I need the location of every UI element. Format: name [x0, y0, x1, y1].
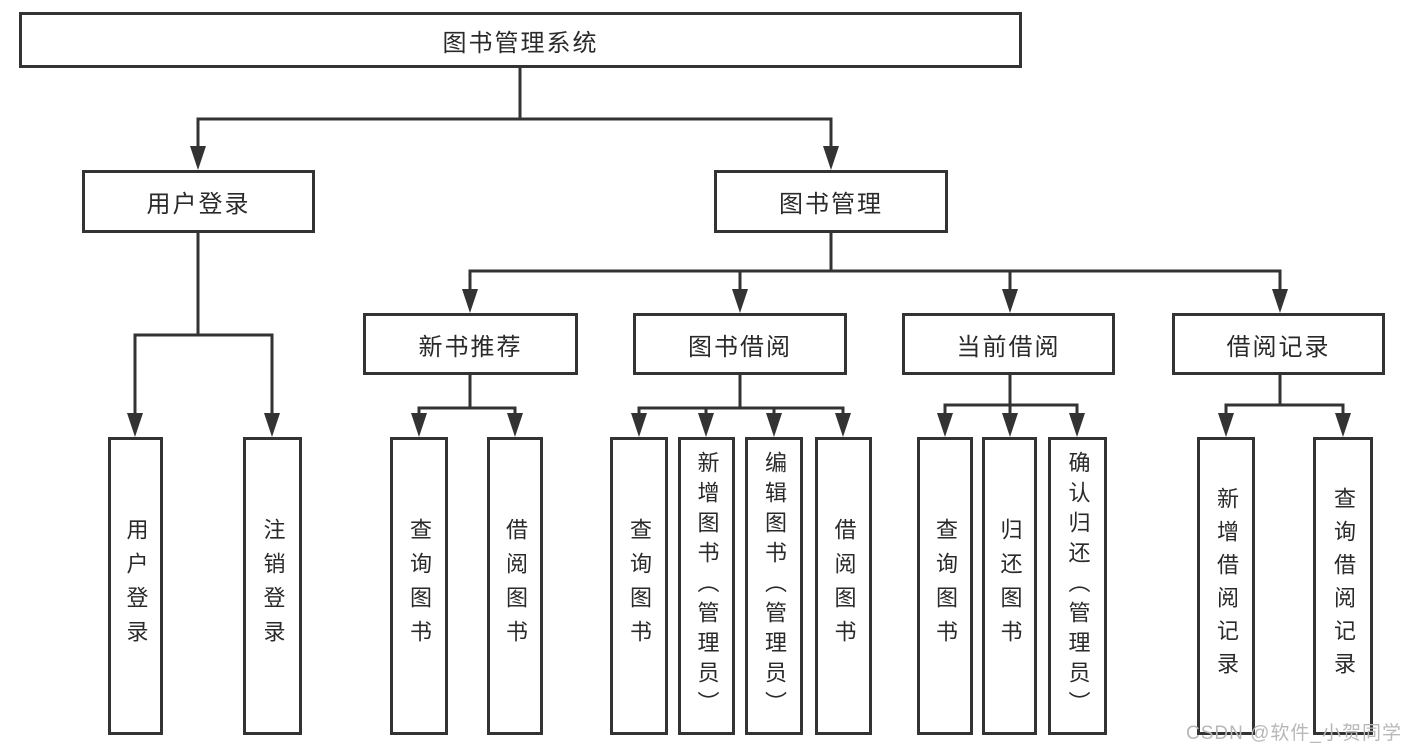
node-library-management-system: 图书管理系统 [19, 12, 1022, 68]
node-return-books: 归还图书 [982, 437, 1037, 735]
node-user-login-action: 用户登录 [108, 437, 163, 735]
connector-records-to-leaves [1218, 373, 1351, 437]
node-borrow-books-recommend: 借阅图书 [487, 437, 543, 735]
node-new-book-recommend: 新书推荐 [363, 313, 578, 375]
connector-root-to-level2 [190, 66, 839, 170]
node-book-management: 图书管理 [714, 170, 948, 233]
connector-current-to-leaves [937, 373, 1085, 437]
node-add-books-admin: 新增图书（管理员） [678, 437, 735, 735]
node-query-books-recommend: 查询图书 [390, 437, 448, 735]
node-book-borrowing: 图书借阅 [633, 313, 847, 375]
node-query-books-borrowing: 查询图书 [610, 437, 668, 735]
node-add-borrow-record: 新增借阅记录 [1197, 437, 1255, 735]
node-user-login: 用户登录 [82, 170, 315, 233]
connector-mgmt-to-level3 [462, 231, 1288, 313]
node-query-books-current: 查询图书 [917, 437, 973, 735]
node-query-borrow-record: 查询借阅记录 [1313, 437, 1373, 735]
node-borrow-books-borrowing: 借阅图书 [815, 437, 872, 735]
connector-userlogin-to-leaves [127, 231, 280, 437]
node-borrowing-records: 借阅记录 [1172, 313, 1385, 375]
connector-recommend-to-leaves [411, 373, 523, 437]
csdn-watermark: CSDN @软件_小贺同学 [1186, 723, 1402, 744]
node-confirm-return-admin: 确认归还（管理员） [1048, 437, 1107, 735]
connector-borrowing-to-leaves [631, 373, 851, 437]
node-logout-action: 注销登录 [243, 437, 302, 735]
node-current-borrowing: 当前借阅 [902, 313, 1115, 375]
node-edit-books-admin: 编辑图书（管理员） [745, 437, 803, 735]
